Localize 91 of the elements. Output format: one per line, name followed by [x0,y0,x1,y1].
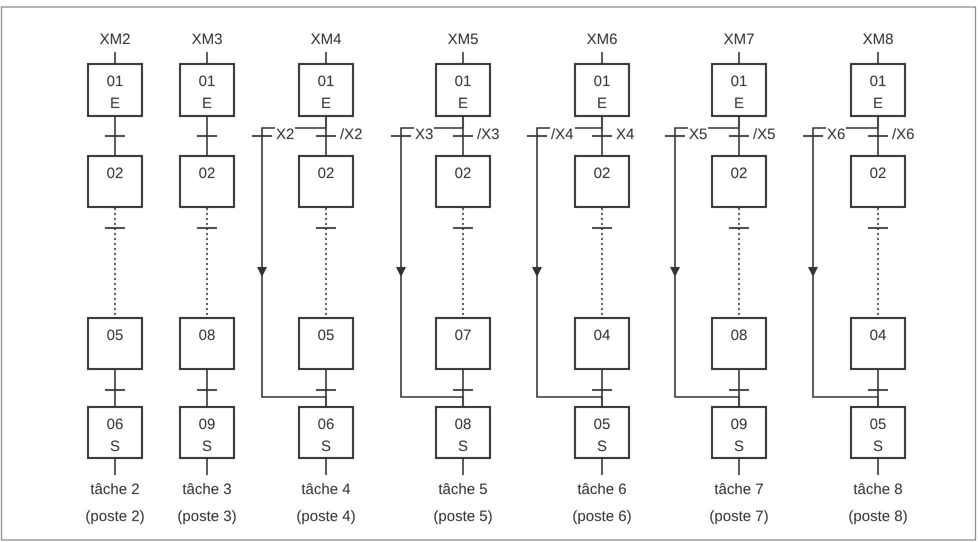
step-variable: XM5 [448,31,478,49]
step-box [850,63,906,117]
step-number: 01 [106,72,124,92]
step-box [179,406,235,459]
step-box [711,317,767,370]
step-box [850,406,906,459]
step-box [435,317,491,370]
step-mark: E [110,94,120,114]
step-box [179,155,235,208]
step-number: 02 [318,164,334,184]
step-number: 06 [106,415,124,435]
step-box [435,155,491,208]
step-mark: E [458,94,468,114]
task-label: (poste 8) [848,508,908,526]
task-label: tâche 2 [90,481,140,499]
step-box [179,63,235,117]
step-number: 01 [594,72,610,92]
step-box [87,155,143,208]
step-mark: E [320,94,331,114]
step-box [711,155,767,208]
step-box [87,406,143,459]
step-number: 08 [454,415,472,435]
step-number: 05 [318,326,334,346]
step-box [179,317,235,370]
step-box [435,63,491,117]
step-number: 05 [594,415,610,435]
step-box [574,155,630,208]
task-label: (poste 5) [433,508,493,526]
step-mark: S [202,437,212,457]
step-mark: E [596,94,607,114]
step-variable: XM6 [586,31,618,49]
step-number: 09 [730,415,748,435]
step-number: 01 [198,72,216,92]
step-number: 09 [198,415,216,435]
step-number: 01 [870,72,886,92]
task-label: tâche 3 [182,481,232,499]
step-variable: XM8 [862,31,894,49]
step-number: 01 [730,72,748,92]
step-number: 08 [198,326,216,346]
step-box [574,63,630,117]
step-variable: XM2 [100,31,130,49]
step-box [298,63,354,117]
step-mark: S [458,437,468,457]
step-box [711,63,767,117]
step-number: 07 [454,326,472,346]
task-label: (poste 7) [709,508,769,526]
step-number: 02 [454,164,472,184]
task-label: (poste 4) [296,508,356,526]
step-mark: S [596,437,607,457]
task-label: tâche 8 [853,481,903,499]
step-box [87,317,143,370]
task-label: (poste 2) [85,508,145,526]
step-number: 04 [594,326,610,346]
step-mark: S [734,437,744,457]
step-number: 01 [318,72,334,92]
step-mark: E [872,94,883,114]
step-number: 04 [870,326,886,346]
task-label: tâche 5 [438,481,488,499]
step-number: 05 [106,326,124,346]
step-number: 02 [870,164,886,184]
step-number: 02 [594,164,610,184]
step-box [87,63,143,117]
step-box [435,406,491,459]
task-label: tâche 7 [714,481,764,499]
step-number: 02 [106,164,124,184]
step-number: 02 [198,164,216,184]
step-mark: S [110,437,120,457]
step-number: 08 [730,326,748,346]
step-box [850,317,906,370]
step-number: 01 [454,72,472,92]
step-variable: XM3 [192,31,222,49]
task-label: tâche 4 [301,481,351,499]
step-variable: XM4 [310,31,342,49]
step-number: 06 [318,415,334,435]
task-label: (poste 3) [177,508,237,526]
task-label: tâche 6 [577,481,627,499]
step-mark: E [202,94,212,114]
step-mark: S [320,437,331,457]
step-box [298,155,354,208]
step-mark: S [872,437,883,457]
task-label: (poste 6) [572,508,632,526]
step-number: 02 [730,164,748,184]
step-mark: E [734,94,744,114]
step-box [711,406,767,459]
step-variable: XM7 [724,31,754,49]
step-box [850,155,906,208]
step-number: 05 [870,415,886,435]
step-box [298,317,354,370]
step-box [298,406,354,459]
step-box [574,317,630,370]
step-box [574,406,630,459]
